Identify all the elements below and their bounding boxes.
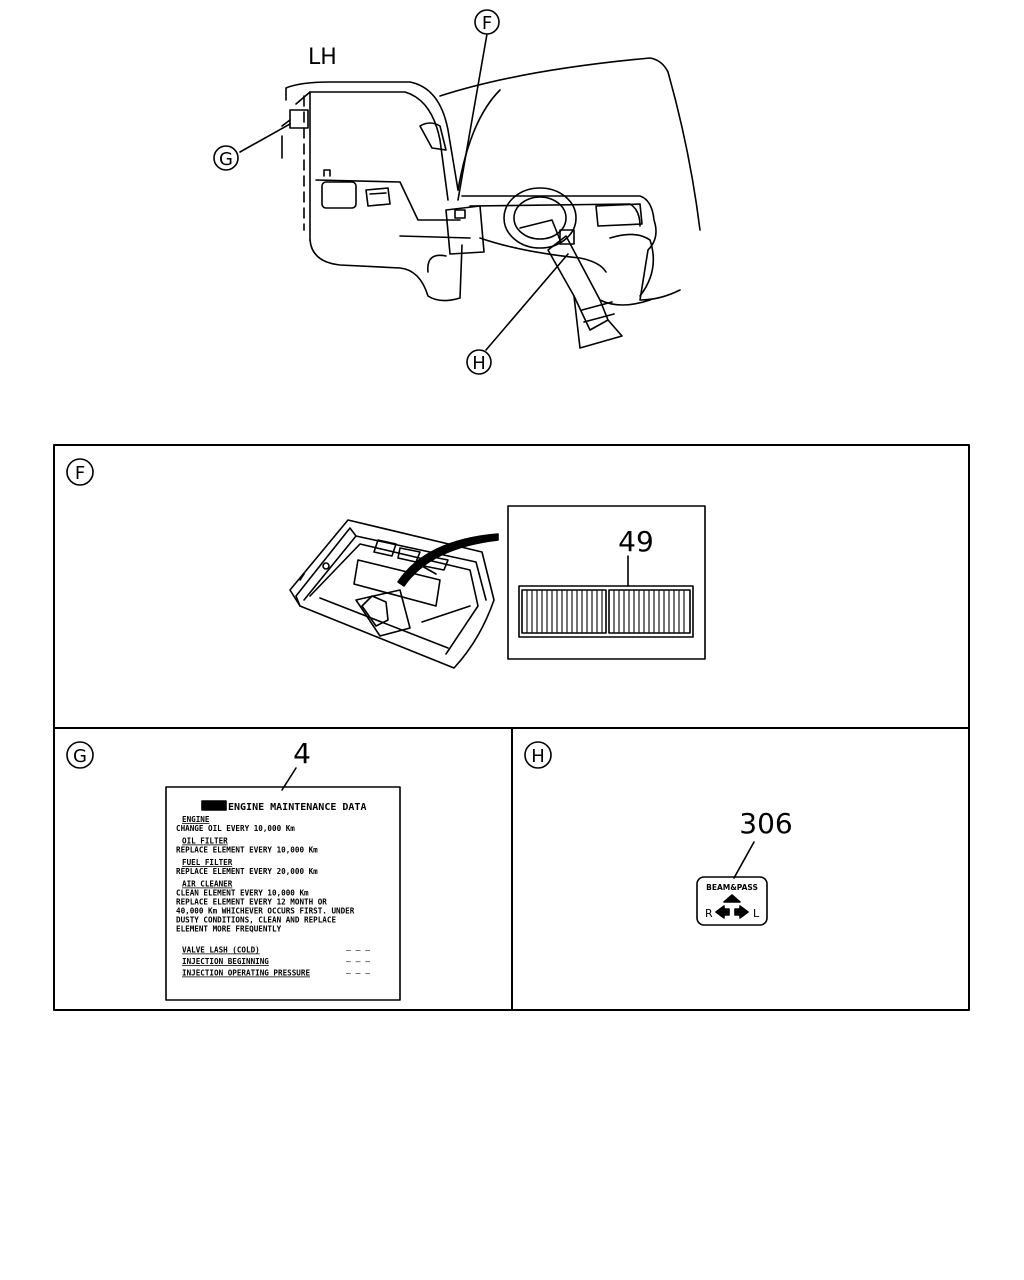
side-label: LH	[308, 45, 337, 70]
cab-illustration: LH	[281, 45, 701, 349]
label-line: CHANGE OIL EVERY 10,000 Km	[176, 824, 295, 833]
label-spec-value: — — —	[346, 957, 370, 966]
label-title: ENGINE MAINTENANCE DATA	[228, 802, 366, 813]
panel-f: F 49	[66, 458, 706, 669]
beam-pass-decal: BEAM&PASS R L	[696, 876, 768, 926]
callout-f: F	[474, 9, 500, 35]
arrow-left-icon	[715, 905, 730, 919]
part-number-306: 306	[739, 807, 792, 840]
label-spec-row: INJECTION OPERATING PRESSURE	[182, 969, 310, 978]
label-spec-row: VALVE LASH (COLD)	[182, 946, 260, 955]
part-leader-306	[733, 841, 755, 879]
panel-g-letter: G	[66, 741, 94, 769]
decal-left-letter: R	[705, 907, 713, 920]
label-line: REPLACE ELEMENT EVERY 12 MONTH OR	[176, 898, 327, 907]
callout-h: H	[466, 349, 492, 375]
label-line: 40,000 Km WHICHEVER OCCURS FIRST. UNDER	[176, 907, 355, 916]
label-line: REPLACE ELEMENT EVERY 10,000 Km	[176, 846, 318, 855]
svg-text:H: H	[531, 746, 545, 767]
callout-leaders	[239, 33, 569, 351]
maintenance-label-strip	[518, 585, 694, 638]
label-spec-row: INJECTION BEGINNING	[182, 957, 269, 966]
detail-frame	[53, 444, 970, 1011]
callout-g: G	[213, 145, 239, 171]
panel-h-letter: H	[524, 741, 552, 769]
glove-box-lid	[289, 519, 495, 669]
part-number-4: 4	[293, 737, 311, 770]
panel-h: H 306 BEAM&PASS R L	[524, 741, 793, 926]
engine-maintenance-label	[165, 786, 401, 1001]
svg-text:G: G	[73, 746, 87, 767]
svg-text:F: F	[482, 13, 492, 34]
label-line: ELEMENT MORE FREQUENTLY	[176, 925, 282, 934]
decal-text: BEAM&PASS	[706, 883, 758, 892]
label-line: CLEAN ELEMENT EVERY 10,000 Km	[176, 889, 309, 898]
panel-f-detail-box	[507, 505, 706, 660]
decal-right-letter: L	[753, 907, 760, 920]
part-number-49: 49	[618, 525, 654, 558]
label-line: DUSTY CONDITIONS, CLEAN AND REPLACE	[176, 916, 336, 925]
label-spec-value: — — —	[346, 969, 370, 978]
svg-text:F: F	[75, 463, 85, 484]
svg-text:G: G	[219, 149, 233, 170]
arrow-up-icon	[723, 894, 741, 903]
label-section-heading: FUEL FILTER	[182, 858, 233, 867]
label-section-heading: OIL FILTER	[182, 837, 228, 846]
label-line: REPLACE ELEMENT EVERY 20,000 Km	[176, 867, 318, 876]
label-logo-block	[201, 800, 227, 811]
arrow-right-icon	[734, 905, 749, 919]
label-section-heading: ENGINE	[182, 815, 210, 824]
svg-text:H: H	[472, 353, 486, 374]
label-spec-value: — — —	[346, 946, 370, 955]
detail-pointer	[397, 533, 499, 587]
panel-f-letter: F	[66, 458, 94, 486]
panel-g: G 4 ENGINE MAINTENANCE DATA ENGINECHANGE…	[66, 737, 401, 1001]
label-section-heading: AIR CLEANER	[182, 880, 233, 889]
